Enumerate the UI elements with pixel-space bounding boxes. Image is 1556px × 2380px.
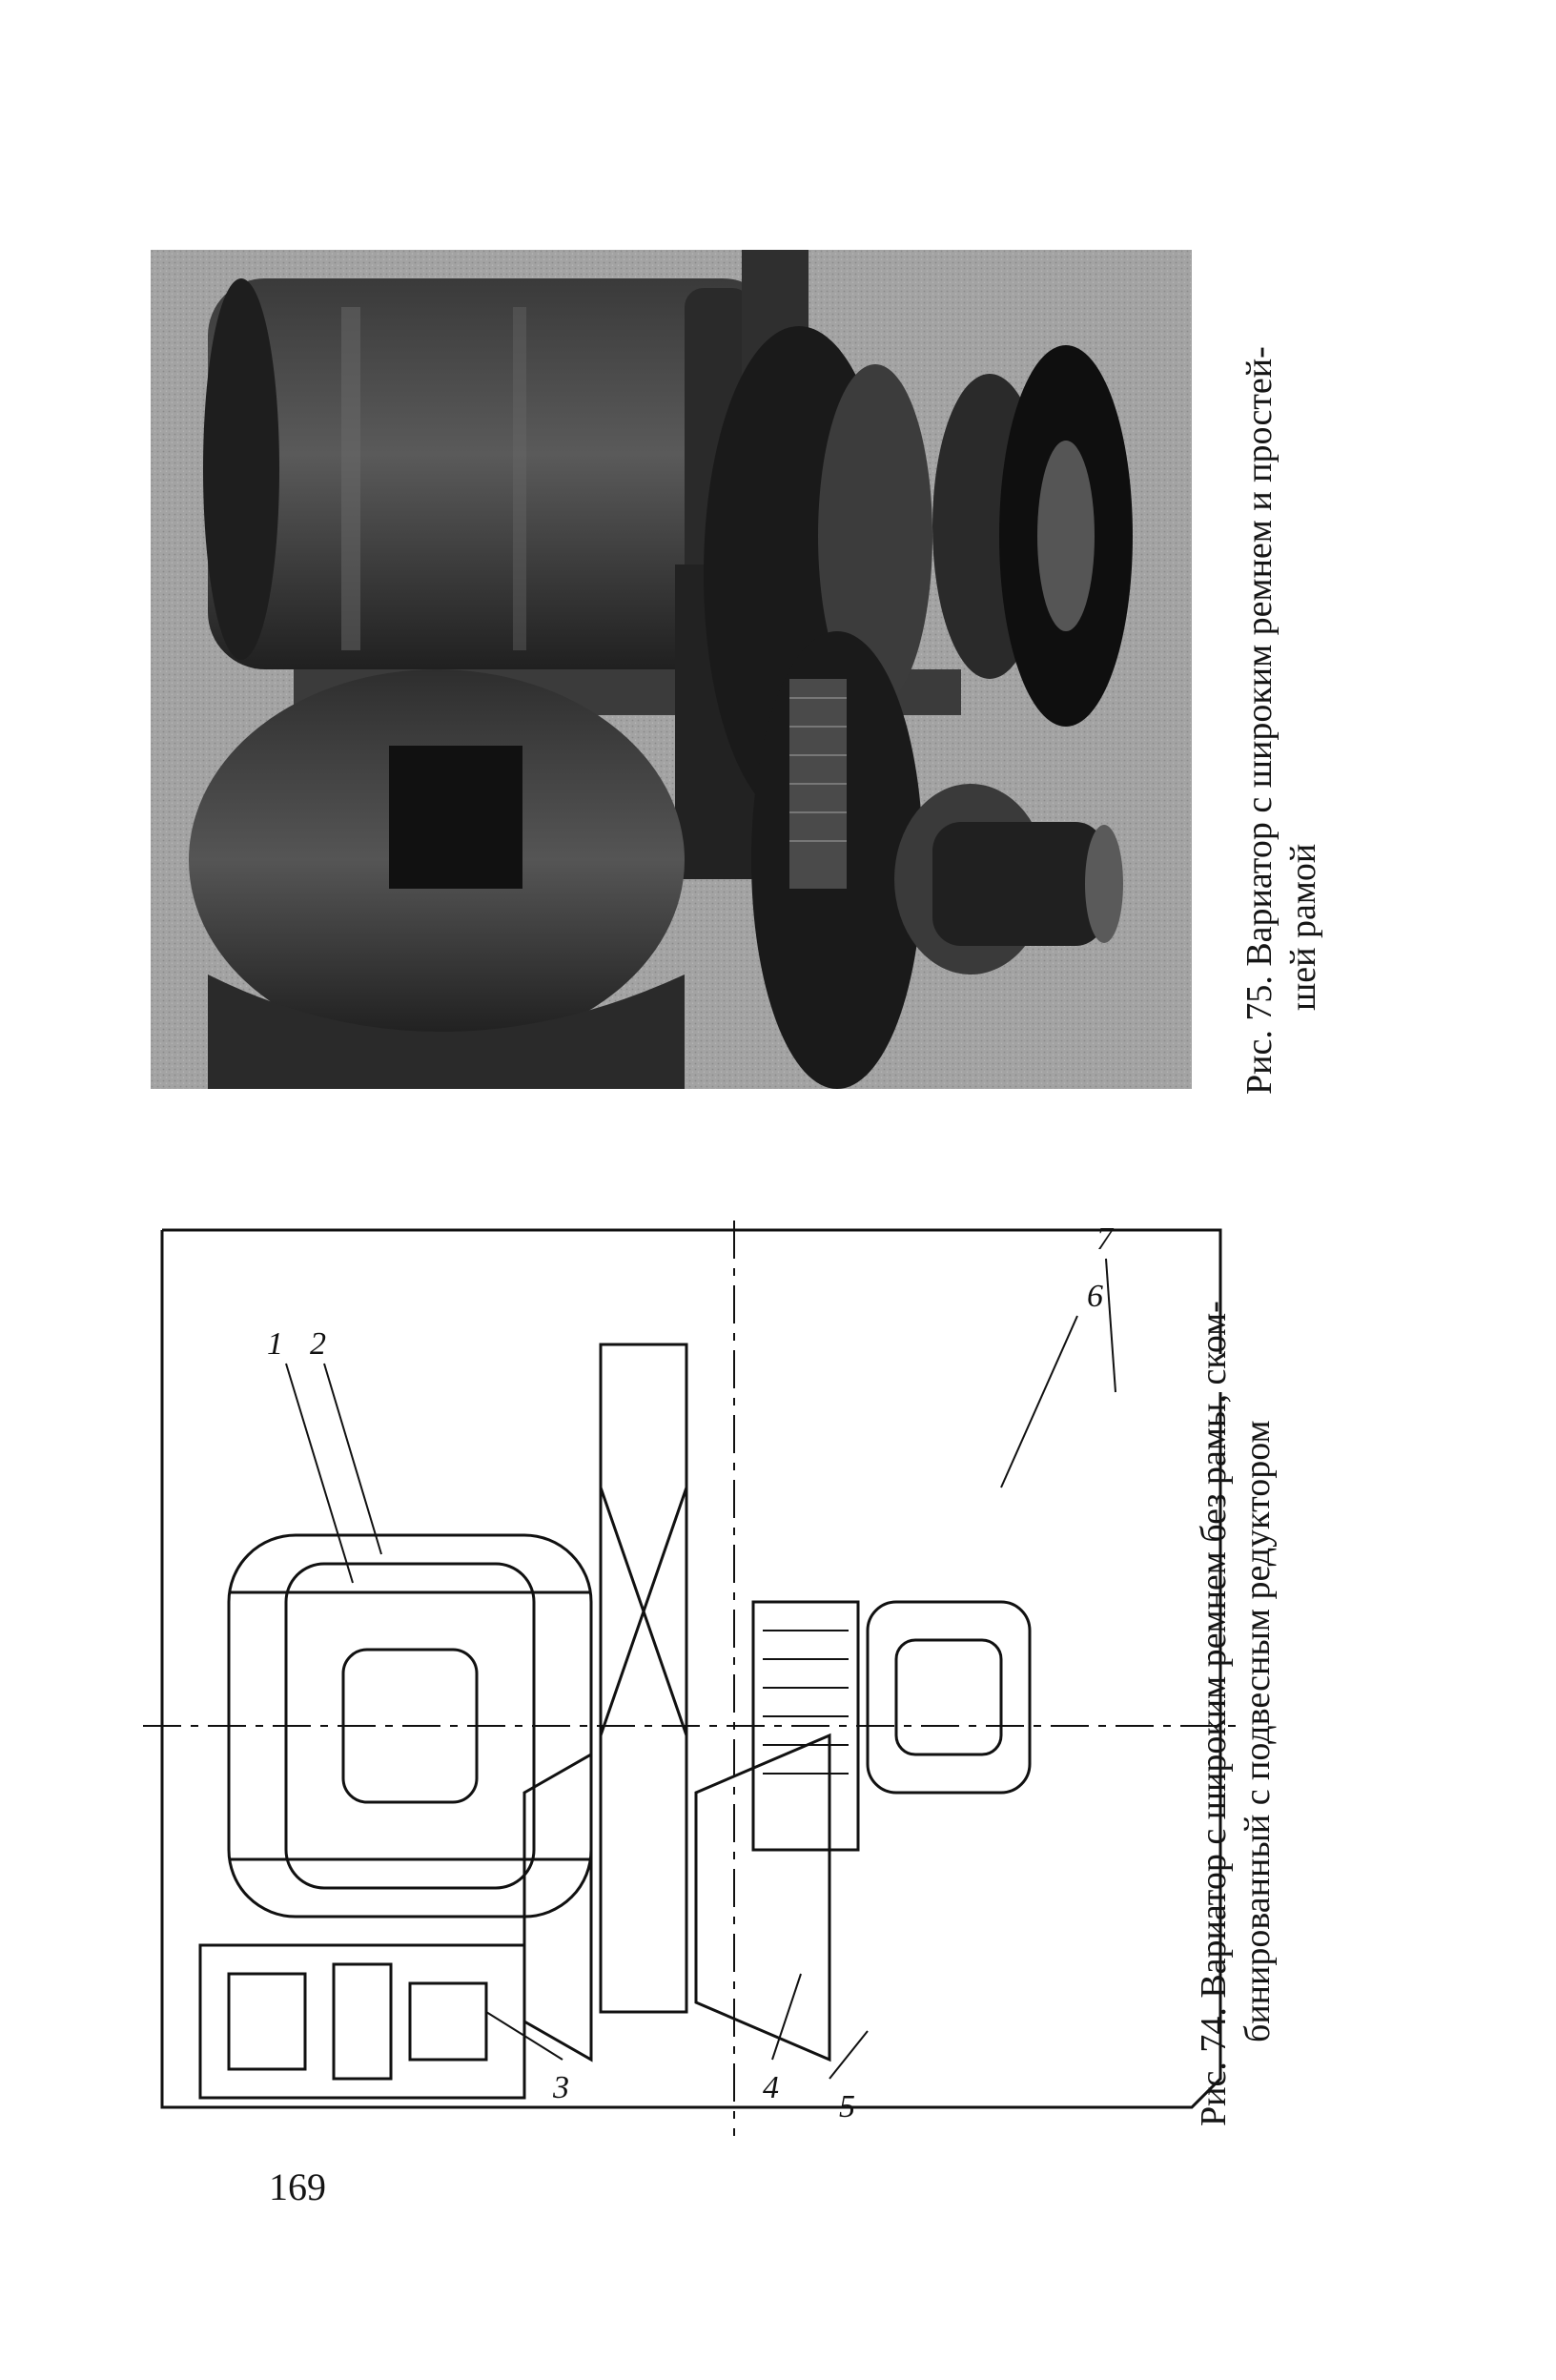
figure-75-caption-line2: шей рамой [1283, 843, 1323, 1011]
figure-75-caption-line1: Рис. 75. Вариатор с широким ремнем и про… [1239, 346, 1280, 1095]
gearbox-outline [198, 1943, 526, 2100]
figure-74-caption-line2: бинированный с подвесным редуктором [1238, 1420, 1278, 2042]
callout-5: 5 [839, 2089, 855, 2124]
page-number: 169 [269, 2165, 326, 2208]
callout-2: 2 [310, 1326, 326, 1362]
lower-pulley-outline [694, 1733, 831, 2062]
callout-7: 7 [1096, 1221, 1115, 1257]
figure-75-caption: Рис. 75. Вариатор с широким ремнем и про… [1238, 346, 1325, 1095]
figure-74-caption: Рис. 74. Вариатор с широким ремнем без р… [1192, 1301, 1280, 2126]
figure-74-caption-line1: Рис. 74. Вариатор с широким ремнем без р… [1194, 1301, 1234, 2126]
variator-photo-image [151, 250, 1192, 1089]
callout-1: 1 [267, 1326, 283, 1362]
callout-6: 6 [1087, 1279, 1103, 1314]
callout-3: 3 [552, 2070, 569, 2105]
belt-outline [599, 1343, 688, 2014]
figure-74-drawing: 1 2 3 4 5 6 7 [143, 1201, 1239, 2155]
variator-schematic: 1 2 3 4 5 6 7 [143, 1221, 1239, 2136]
callout-4: 4 [763, 2070, 779, 2105]
figure-75-photo [151, 250, 1192, 1089]
